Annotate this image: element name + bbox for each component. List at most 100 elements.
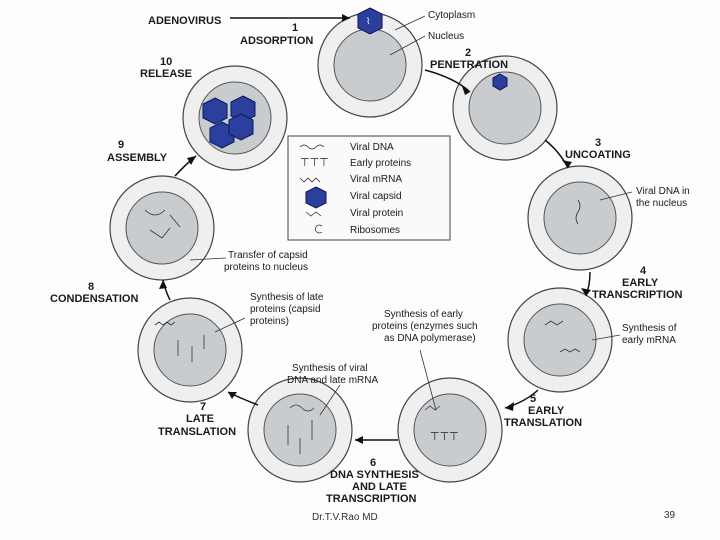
synth-viral-dna-label-1: Synthesis of viral bbox=[292, 363, 368, 374]
step-5-label-2: TRANSLATION bbox=[504, 417, 582, 429]
early-protein-icon: ⊤⊤⊤ bbox=[430, 431, 459, 443]
ribosome-icon bbox=[314, 224, 323, 234]
synth-late-proteins-label-2: proteins (capsid bbox=[250, 304, 321, 315]
dna-icon bbox=[169, 214, 181, 228]
step-9-number: 9 bbox=[118, 139, 124, 151]
dna-icon bbox=[575, 199, 581, 225]
leader-late-proteins bbox=[214, 317, 246, 333]
synth-late-proteins-label-1: Synthesis of late bbox=[250, 292, 324, 303]
step-1-label: ADSORPTION bbox=[240, 35, 313, 47]
legend: Viral DNA ⊤⊤⊤ Early proteins Viral mRNA … bbox=[287, 135, 451, 241]
dna-icon bbox=[149, 227, 171, 239]
arrow-1-2 bbox=[424, 69, 471, 93]
cell-6-7 bbox=[247, 377, 353, 483]
viral-dna-nucleus-label-2: the nucleus bbox=[636, 198, 687, 209]
viral-protein-icon bbox=[305, 211, 322, 217]
cytoplasm-label: Cytoplasm bbox=[428, 10, 475, 21]
step-5-label-1: EARLY bbox=[528, 405, 565, 417]
step-2-label: PENETRATION bbox=[430, 59, 508, 71]
cell-8 bbox=[137, 297, 243, 403]
transfer-capsid-label-2: proteins to nucleus bbox=[224, 262, 308, 273]
mrna-icon bbox=[544, 320, 564, 326]
footer-page-number: 39 bbox=[664, 510, 676, 521]
step-6-label-3: TRANSCRIPTION bbox=[326, 493, 417, 505]
arrowhead bbox=[355, 436, 363, 444]
cell-5 bbox=[397, 377, 503, 483]
step-7-label-2: TRANSLATION bbox=[158, 426, 236, 438]
step-9-label: ASSEMBLY bbox=[107, 152, 168, 164]
capsid-icon bbox=[492, 73, 508, 91]
step-3-number: 3 bbox=[595, 137, 601, 149]
step-10-label: RELEASE bbox=[140, 68, 192, 80]
legend-label-early-proteins: Early proteins bbox=[350, 158, 411, 169]
synth-viral-dna-label-2: DNA and late mRNA bbox=[287, 375, 378, 386]
legend-label-ribosomes: Ribosomes bbox=[350, 225, 400, 236]
step-4-label-1: EARLY bbox=[622, 277, 659, 289]
leader-viral-dna bbox=[599, 191, 633, 201]
cell-1 bbox=[317, 12, 423, 118]
step-10-number: 10 bbox=[160, 56, 172, 68]
step-6-number: 6 bbox=[370, 457, 376, 469]
transfer-capsid-label-1: Transfer of capsid bbox=[228, 250, 308, 261]
cell-3 bbox=[527, 165, 633, 271]
capsid-icon bbox=[202, 97, 228, 125]
step-7-label-1: LATE bbox=[186, 413, 214, 425]
viral-protein-icon bbox=[154, 321, 176, 326]
capsid-dna-mark: ⌇ bbox=[366, 16, 370, 26]
synth-early-mrna-label-2: early mRNA bbox=[622, 335, 676, 346]
mrna-icon bbox=[424, 405, 441, 411]
dna-icon bbox=[289, 404, 315, 412]
dna-icon bbox=[299, 144, 325, 150]
step-1-number: 1 bbox=[292, 22, 298, 34]
step-7-number: 7 bbox=[200, 401, 206, 413]
leader-cytoplasm bbox=[394, 15, 426, 31]
cell-4 bbox=[507, 287, 613, 393]
step-2-number: 2 bbox=[465, 47, 471, 59]
capsid-icon bbox=[305, 186, 327, 209]
footer-author: Dr.T.V.Rao MD bbox=[312, 512, 378, 523]
leader-early-proteins bbox=[419, 349, 437, 411]
legend-label-viral-capsid: Viral capsid bbox=[350, 191, 402, 202]
adenovirus-label: ADENOVIRUS bbox=[148, 15, 221, 27]
step-3-label: UNCOATING bbox=[565, 149, 631, 161]
step-6-label-1: DNA SYNTHESIS bbox=[330, 469, 419, 481]
cell-9 bbox=[109, 175, 215, 281]
step-8-label: CONDENSATION bbox=[50, 293, 138, 305]
dna-icon bbox=[144, 209, 166, 216]
step-6-label-2: AND LATE bbox=[352, 481, 407, 493]
step-4-number: 4 bbox=[640, 265, 647, 277]
viral-dna-nucleus-label-1: Viral DNA in bbox=[636, 186, 690, 197]
leader-nucleus bbox=[389, 35, 426, 56]
synth-early-proteins-label-1: Synthesis of early bbox=[384, 309, 463, 320]
capsid-icon bbox=[228, 113, 254, 141]
step-4-label-2: TRANSCRIPTION bbox=[592, 289, 683, 301]
legend-label-viral-mrna: Viral mRNA bbox=[350, 174, 402, 185]
legend-label-viral-protein: Viral protein bbox=[350, 208, 403, 219]
synth-early-proteins-label-2: proteins (enzymes such bbox=[372, 321, 478, 332]
early-protein-icon: ⊤⊤⊤ bbox=[300, 157, 329, 169]
nucleus-label: Nucleus bbox=[428, 31, 464, 42]
synth-early-proteins-label-3: as DNA polymerase) bbox=[384, 333, 476, 344]
leader-early-mrna bbox=[591, 334, 621, 341]
step-8-number: 8 bbox=[88, 281, 94, 293]
arrowhead bbox=[159, 280, 167, 289]
arrowhead bbox=[505, 402, 514, 411]
legend-label-viral-dna: Viral DNA bbox=[350, 142, 394, 153]
mrna-icon bbox=[559, 348, 581, 353]
step-5-number: 5 bbox=[530, 393, 536, 405]
capsid-icon bbox=[357, 7, 383, 35]
arrowhead bbox=[581, 288, 591, 296]
arrowhead bbox=[342, 14, 350, 22]
synth-early-mrna-label-1: Synthesis of bbox=[622, 323, 677, 334]
arrowhead bbox=[228, 392, 237, 399]
cell-2 bbox=[452, 55, 558, 161]
leader-viral-dna-synth bbox=[319, 384, 341, 416]
arrowhead bbox=[562, 160, 572, 168]
leader-transfer-capsid bbox=[189, 257, 227, 261]
mrna-icon bbox=[299, 177, 321, 183]
arrowhead bbox=[462, 86, 470, 95]
synth-late-proteins-label-3: proteins) bbox=[250, 316, 289, 327]
arrowhead bbox=[187, 156, 196, 165]
